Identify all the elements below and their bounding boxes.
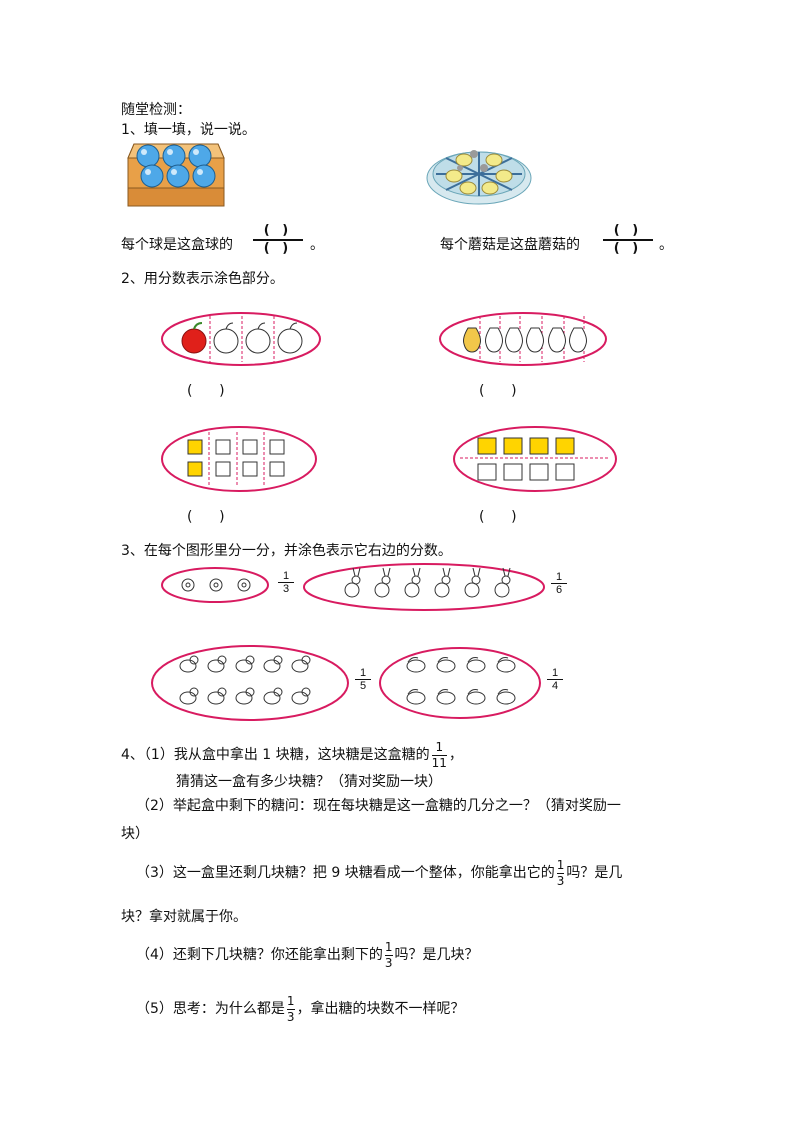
- q4-part4-end: 吗？是几块？: [394, 947, 479, 963]
- q4-part3-line2: 块？拿对就属于你。: [121, 909, 247, 925]
- cubes-oval-vertical: [161, 426, 317, 492]
- fraction-denominator: ( ): [263, 241, 293, 256]
- q4-part1-line2: 猜猜这一盒有多少块糖？（猜对奖励一块）: [176, 774, 442, 790]
- apples-oval: [161, 312, 321, 366]
- fraction-denominator: 11: [431, 755, 447, 770]
- fraction-numerator: 1: [286, 993, 295, 1008]
- q1-right-fraction-blank[interactable]: ( ) ( ): [603, 224, 653, 256]
- q4-part5-end: ，拿出糖的块数不一样呢？: [296, 1001, 465, 1017]
- fraction-bar: [355, 679, 371, 680]
- q1-right-end: 。: [659, 237, 673, 253]
- q4-part3-end: 吗？是几: [566, 865, 623, 881]
- q2-answer-blank-1[interactable]: ( ): [187, 383, 225, 399]
- fraction-bar: [431, 754, 447, 756]
- fraction-denominator: 4: [551, 680, 559, 692]
- cubes-oval-horizontal: [453, 426, 617, 492]
- fraction-denominator: 5: [359, 680, 367, 692]
- rabbits-oval: [303, 563, 545, 611]
- ball-box-image: [127, 143, 225, 207]
- fraction-denominator: 3: [384, 955, 393, 970]
- fraction-numerator: 1: [282, 570, 290, 582]
- fraction-denominator: 3: [286, 1009, 295, 1024]
- q2-answer-blank-3[interactable]: ( ): [187, 509, 225, 525]
- mushroom-plate-image: [426, 150, 532, 205]
- q2-answer-blank-2[interactable]: ( ): [479, 383, 517, 399]
- q4-part2-line2: 块）: [121, 826, 149, 842]
- flowers-oval: [161, 567, 269, 603]
- q4-part1-end: ，: [448, 747, 463, 763]
- q4-part1-text: 4、（1）我从盒中拿出 1 块糖，这块糖是这盒糖的: [121, 747, 430, 763]
- fraction-numerator: 1: [359, 667, 367, 679]
- birds-oval: [379, 647, 541, 719]
- fraction-numerator: ( ): [613, 223, 643, 238]
- fraction-denominator: 3: [282, 583, 290, 595]
- q3-title: 3、在每个图形里分一分，并涂色表示它右边的分数。: [121, 543, 452, 559]
- fraction-numerator: 1: [384, 939, 393, 954]
- section-header: 随堂检测：: [121, 102, 191, 118]
- chicks-oval: [151, 645, 349, 721]
- q4-part2-line1: （2）举起盒中剩下的糖问：现在每块糖是这一盒糖的几分之一？（猜对奖励一: [136, 798, 621, 814]
- fraction-bar: [253, 239, 303, 241]
- fraction-numerator: 1: [435, 739, 444, 754]
- q1-left-fraction-blank[interactable]: ( ) ( ): [253, 224, 303, 256]
- fraction-bar: [603, 239, 653, 241]
- fraction-denominator: ( ): [613, 241, 643, 256]
- fraction-bar: [384, 954, 393, 956]
- fraction-numerator: 1: [556, 857, 565, 872]
- fraction-denominator: 6: [555, 584, 563, 596]
- q1-left-end: 。: [310, 237, 324, 253]
- q2-answer-blank-4[interactable]: ( ): [479, 509, 517, 525]
- q4-part5-text: （5）思考：为什么都是: [136, 1001, 285, 1017]
- q1-left-text: 每个球是这盒球的: [121, 237, 233, 253]
- fraction-numerator: ( ): [263, 223, 293, 238]
- fraction-bar: [551, 583, 567, 584]
- q1-right-text: 每个蘑菇是这盘蘑菇的: [440, 237, 580, 253]
- q4-part4-text: （4）还剩下几块糖？你还能拿出剩下的: [136, 947, 383, 963]
- fraction-denominator: 3: [556, 873, 565, 888]
- fraction-bar: [286, 1008, 295, 1010]
- fraction-bar: [278, 582, 294, 583]
- fraction-numerator: 1: [551, 667, 559, 679]
- q2-title: 2、用分数表示涂色部分。: [121, 271, 284, 287]
- q1-title: 1、填一填，说一说。: [121, 122, 256, 138]
- fraction-numerator: 1: [555, 571, 563, 583]
- fraction-bar: [547, 679, 563, 680]
- fraction-bar: [556, 872, 565, 874]
- pears-oval: [439, 312, 607, 366]
- q4-part3-text: （3）这一盒里还剩几块糖？把 9 块糖看成一个整体，你能拿出它的: [136, 865, 555, 881]
